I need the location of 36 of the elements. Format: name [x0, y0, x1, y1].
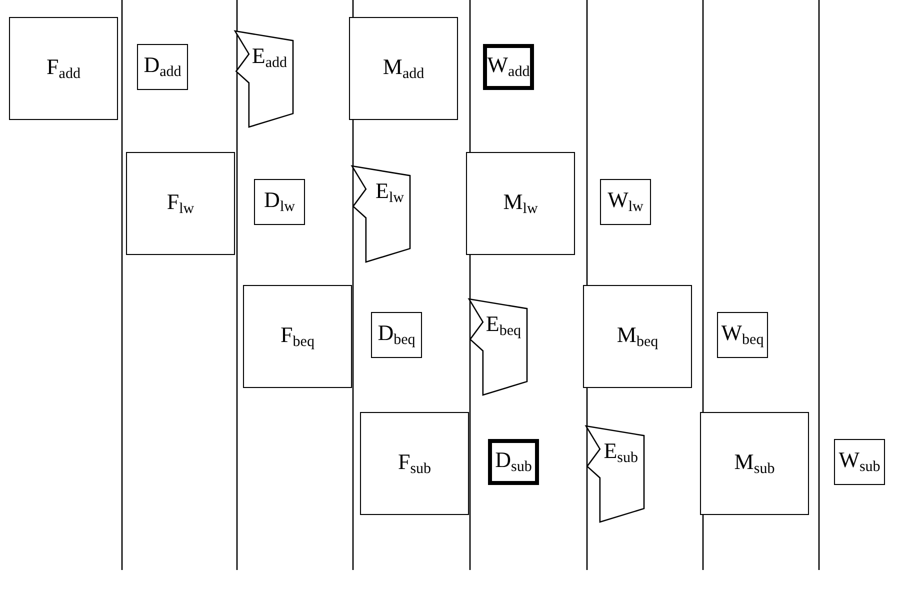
stage-label: W$_{add}$ [487, 54, 530, 80]
stage-box [717, 312, 768, 358]
stage-box [834, 439, 885, 485]
stage-box [488, 439, 539, 485]
stage-label: D$_{lw}$ [264, 189, 295, 215]
stage-label: E$_{sub}$ [604, 440, 638, 466]
stage-label: D$_{sub}$ [495, 449, 532, 475]
stage-label: F$_{beq}$ [280, 324, 314, 350]
stage-label: W$_{beq}$ [721, 322, 764, 348]
stage-box [371, 312, 422, 358]
stage-label: M$_{add}$ [382, 56, 424, 82]
stage-box [137, 44, 188, 90]
stage-label: F$_{lw}$ [166, 190, 194, 216]
stage-label: F$_{sub}$ [398, 450, 432, 476]
stage-label: M$_{sub}$ [734, 450, 775, 476]
stage-label: F$_{add}$ [46, 56, 80, 82]
stage-box [583, 285, 692, 388]
stage-box [254, 179, 305, 225]
stage-box [483, 44, 534, 90]
stage-label: M$_{lw}$ [503, 190, 538, 216]
stage-box [126, 152, 235, 255]
stage-label: W$_{lw}$ [608, 189, 644, 215]
stage-box [9, 17, 118, 120]
stage-label: D$_{add}$ [144, 54, 182, 80]
stage-box [243, 285, 352, 388]
stage-box [600, 179, 651, 225]
stage-label: D$_{beq}$ [378, 322, 416, 348]
stage-label: E$_{add}$ [252, 45, 287, 71]
stage-label: E$_{beq}$ [486, 313, 521, 339]
stage-label: E$_{lw}$ [376, 180, 404, 206]
stage-label: W$_{sub}$ [838, 449, 880, 475]
stage-label: M$_{beq}$ [616, 324, 658, 350]
stage-box [360, 412, 469, 515]
stage-box [700, 412, 809, 515]
stage-box [466, 152, 575, 255]
stage-box [349, 17, 458, 120]
